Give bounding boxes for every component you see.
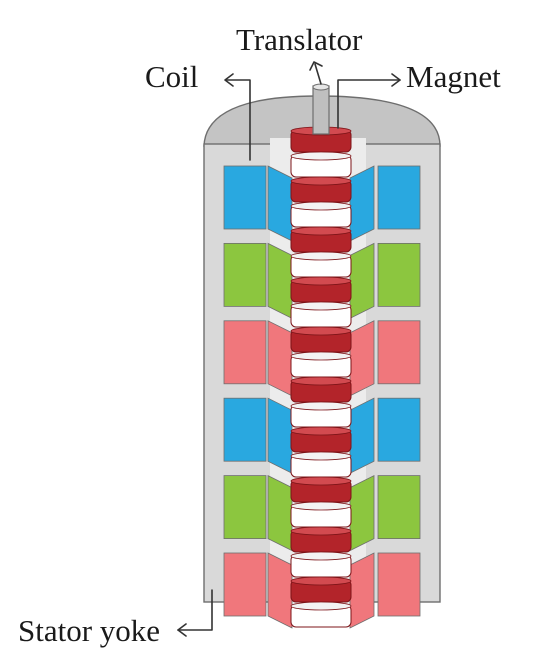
magnet-leader-arrow xyxy=(337,73,401,129)
translator-leader-arrow xyxy=(309,61,323,85)
coil-left-inner xyxy=(267,474,293,552)
magnet-label: Magnet xyxy=(406,59,501,94)
stator-yoke-label: Stator yoke xyxy=(18,613,160,648)
coil-right-outer xyxy=(377,475,421,540)
coil-left-inner xyxy=(267,165,293,242)
spacer-disc-top xyxy=(290,501,352,511)
magnet-disc-top xyxy=(290,226,352,236)
coil-left-outer xyxy=(223,320,267,385)
coil-left-outer xyxy=(223,242,267,307)
coil-left-inner xyxy=(267,320,293,397)
magnet-disc-top xyxy=(290,476,352,486)
stator-yoke-leader-arrow xyxy=(177,589,213,637)
coil-right-outer xyxy=(377,552,421,617)
coil-left-outer xyxy=(223,552,267,617)
magnet-disc-top xyxy=(290,176,352,186)
coil-right-outer xyxy=(377,320,421,385)
coil-left-outer xyxy=(223,165,267,230)
magnet-disc-top xyxy=(290,426,352,436)
spacer-disc-top xyxy=(290,601,352,611)
spacer-disc-top xyxy=(290,351,352,361)
spacer-disc-top xyxy=(290,451,352,461)
coil-right-outer xyxy=(377,165,421,230)
translator-rod-top xyxy=(312,83,330,91)
spacer-disc-top xyxy=(290,251,352,261)
spacer-disc-top xyxy=(290,151,352,161)
coil-left-inner xyxy=(267,552,293,629)
coil-right-inner xyxy=(349,474,375,552)
magnet-disc-top xyxy=(290,376,352,386)
coil-right-inner xyxy=(349,552,375,629)
spacer-disc-top xyxy=(290,301,352,311)
coil-group xyxy=(223,165,421,629)
coil-right-outer xyxy=(377,242,421,307)
magnet-disc-top xyxy=(290,276,352,286)
coil-right-outer xyxy=(377,397,421,462)
spacer-disc-top xyxy=(290,201,352,211)
coil-right-inner xyxy=(349,397,375,474)
coil-left-outer xyxy=(223,475,267,540)
magnet-disc-top xyxy=(290,326,352,336)
magnet-disc-top xyxy=(290,576,352,586)
coil-left-outer xyxy=(223,397,267,462)
magnet-disc-top xyxy=(290,526,352,536)
coil-label: Coil xyxy=(145,59,198,94)
coil-left-inner xyxy=(267,242,293,320)
coil-right-inner xyxy=(349,242,375,320)
translator-stack xyxy=(290,126,352,628)
coil-leader-arrow xyxy=(224,73,251,161)
spacer-disc-top xyxy=(290,401,352,411)
translator-rod xyxy=(312,85,330,135)
spacer-disc-top xyxy=(290,551,352,561)
coil-left-inner xyxy=(267,397,293,474)
translator-label: Translator xyxy=(236,22,363,57)
coil-right-inner xyxy=(349,165,375,242)
coil-right-inner xyxy=(349,320,375,397)
